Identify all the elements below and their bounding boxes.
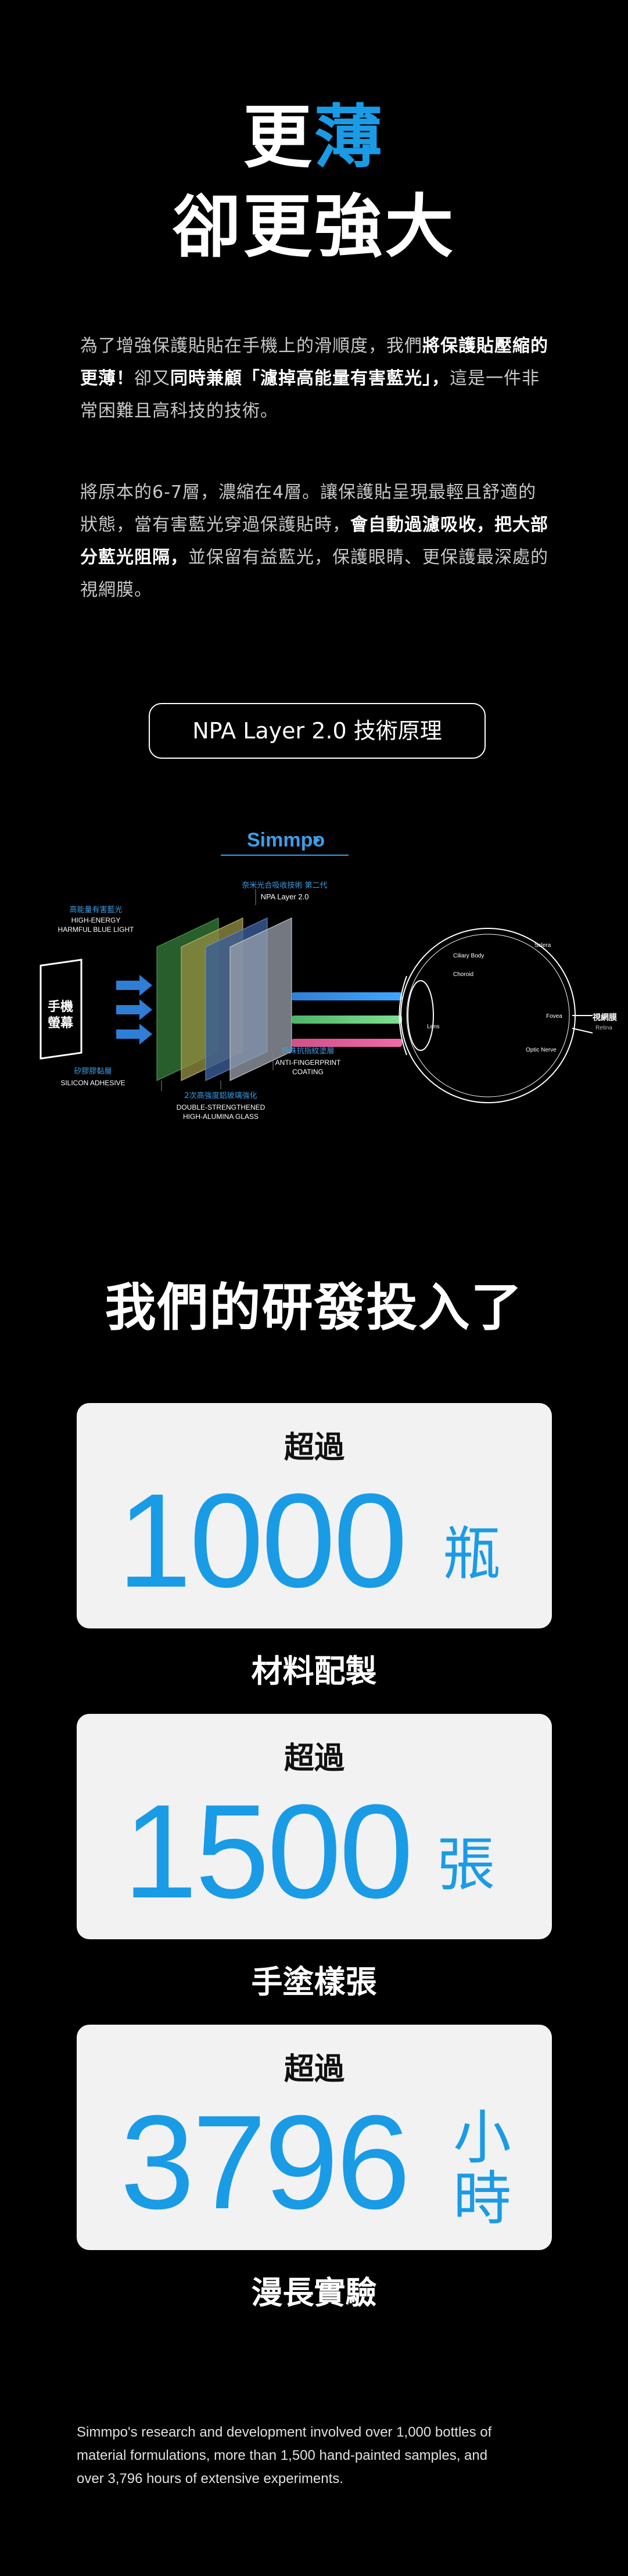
retina-label-en: Retina [595, 1025, 612, 1031]
stat-card-hours: 超過 3796 小 時 [77, 2025, 552, 2250]
footer-line: material formulations, more than 1,500 h… [77, 2448, 488, 2463]
afc-label-en1: ANTI-FINGERPRINT [275, 1059, 341, 1067]
hero-word-thin: 薄 [314, 97, 385, 177]
beam-pink [292, 1039, 402, 1047]
glass-label-en2: HIGH-ALUMINA GLASS [183, 1113, 259, 1121]
intro-paragraph-1: 為了增強保護貼貼在手機上的滑順度，我們將保護貼壓縮的更薄！卻又同時兼顧「濾掉高能… [80, 330, 551, 428]
npa-layer-diagram: Simmpo 奈米光合吸收技術 第二代 NPA Layer 2.0 高能量有害藍… [40, 829, 617, 1121]
stat-unit: 張 [437, 1831, 495, 1899]
intro-text: 並保留有益藍光，保護眼睛、更保護最深處的視網膜。 [80, 547, 548, 600]
hev-label-en1: HIGH-ENERGY [71, 916, 121, 924]
brand-logo: Simmpo [247, 829, 325, 851]
stat-caption: 手塗樣張 [251, 1964, 377, 2000]
silicon-label-zh: 矽膠膠黏層 [74, 1067, 112, 1076]
beam-blue [292, 992, 402, 1000]
intro-paragraph-2: 將原本的6-7層，濃縮在4層。讓保護貼呈現最輕且舒適的狀態，當有害藍光穿過保護貼… [80, 476, 551, 607]
screen-label-2: 螢幕 [48, 1016, 74, 1031]
hero-title-line2: 卻更強大 [172, 186, 456, 267]
stat-unit-1: 小 [453, 2104, 511, 2172]
stat-number: 1000 [117, 1466, 408, 1615]
rd-heading: 我們的研發投入了 [105, 1278, 523, 1337]
stat-prefix: 超過 [284, 1741, 344, 1776]
silicon-label-en: SILICON ADHESIVE [60, 1079, 125, 1087]
eye-label-fovea: Fovea [546, 1013, 562, 1020]
afc-label-en2: COATING [292, 1068, 324, 1076]
retina-label-zh: 視網膜 [592, 1013, 617, 1022]
glass-label-en1: DOUBLE-STRENGTHENED [177, 1103, 265, 1111]
hev-label-en2: HARMFUL BLUE LIGHT [58, 925, 135, 934]
intro-text: 為了增強保護貼貼在手機上的滑順度，我們 [80, 336, 422, 356]
footer-summary: Simmpo's research and development involv… [77, 2421, 553, 2491]
footer-line: over 3,796 hours of extensive experiment… [77, 2471, 343, 2487]
stat-card-materials: 超過 1000 瓶 [77, 1403, 552, 1628]
eye-label-sclera: Sclera [534, 942, 551, 949]
glass-label-zh: 2次高強度鋁玻璃強化 [184, 1091, 257, 1100]
eye-label-ciliary: Ciliary Body [453, 953, 484, 959]
stat-number: 3796 [120, 2087, 411, 2237]
stat-caption: 漫長實驗 [251, 2274, 377, 2311]
blue-light-arrows [116, 975, 152, 1045]
intro-highlight: 同時兼顧「濾掉高能量有害藍光」， [170, 368, 450, 389]
eye-label-lens: Lens [427, 1024, 440, 1030]
layer-coating [229, 917, 292, 1081]
intro-highlight: 會自動過濾吸收，把大部分藍光阻隔， [80, 515, 548, 568]
hero-title-line1: 更薄 [0, 96, 628, 178]
eye-label-choroid: Choroid [453, 971, 473, 978]
stat-prefix: 超過 [284, 1430, 344, 1465]
badge-zh: 奈米光合吸收技術 第二代 [242, 881, 327, 890]
footer-line: Simmpo's research and development involv… [77, 2424, 492, 2440]
eye-label-optic: Optic Nerve [526, 1047, 557, 1053]
technology-pill: NPA Layer 2.0 技術原理 [149, 703, 486, 759]
afc-label-zh: 特殊抗指紋塗層 [281, 1046, 334, 1056]
screen-label-1: 手機 [48, 1000, 73, 1014]
eye-illustration [399, 928, 593, 1103]
stat-unit-2: 時 [453, 2165, 511, 2233]
intro-highlight: 將保護貼壓縮的更薄！ [80, 336, 548, 389]
hero-word-more: 更 [243, 97, 314, 177]
intro-text: 將原本的6-7層，濃縮在4層。讓保護貼呈現最輕且舒適的狀態，當有害藍光穿過保護貼… [80, 482, 537, 535]
stat-number: 1500 [123, 1777, 414, 1926]
intro-text: 卻又 [134, 368, 170, 389]
brand-mark-icon [313, 835, 321, 845]
stat-card-samples: 超過 1500 張 [77, 1714, 552, 1939]
phone-screen-shape [40, 959, 82, 1060]
hev-label-zh: 高能量有害藍光 [69, 905, 122, 914]
beam-green [292, 1016, 402, 1024]
badge-en: NPA Layer 2.0 [261, 892, 309, 901]
stat-caption: 材料配製 [251, 1653, 377, 1689]
stat-prefix: 超過 [284, 2052, 344, 2087]
stat-unit: 瓶 [443, 1520, 501, 1588]
intro-text: 這是一件非常困難且高科技的技術。 [80, 368, 540, 421]
